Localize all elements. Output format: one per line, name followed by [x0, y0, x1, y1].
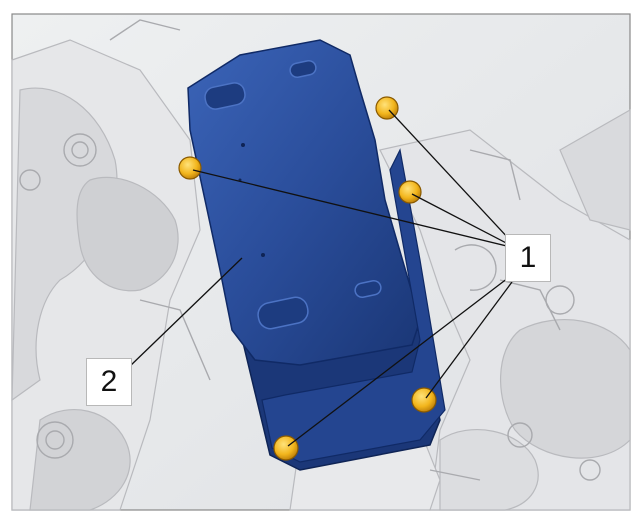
engine-details	[19, 19, 601, 481]
leader-cooler	[127, 257, 243, 369]
leader-bolt-mid-right	[411, 193, 513, 247]
bolt-mid-right	[398, 180, 422, 204]
callout-label-bolts: 1	[505, 234, 551, 282]
leader-bolt-bottom-left	[287, 277, 509, 447]
bolt-top-left	[178, 156, 202, 180]
engine-block	[11, 39, 631, 511]
leader-lines	[127, 109, 516, 447]
oil-cooler-flange	[261, 148, 446, 463]
leader-bolt-top-left	[192, 169, 516, 249]
leader-bolt-top-right	[388, 109, 511, 241]
leader-bolt-lower-right	[425, 281, 513, 399]
bolt-lower-right	[411, 387, 437, 413]
cooler-holes	[238, 143, 265, 257]
callout-label-oil-cooler: 2	[86, 358, 132, 406]
bolt-bottom-left	[273, 435, 299, 461]
cooler-ports	[204, 60, 382, 330]
